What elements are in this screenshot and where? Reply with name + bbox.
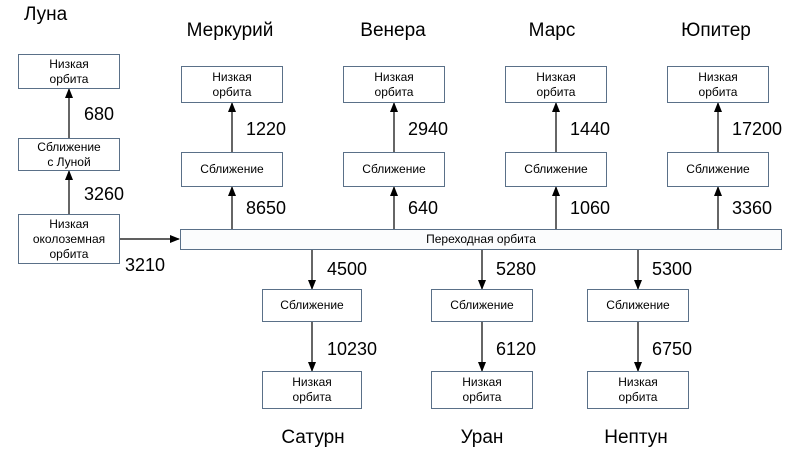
jupiter-low-orbit-box: Низкая орбита — [667, 66, 769, 103]
transfer-orbit-bar: Переходная орбита — [180, 229, 782, 250]
planet-label-saturn: Сатурн — [281, 427, 345, 448]
planet-label-mercury: Меркурий — [186, 20, 274, 41]
mars-flyby-box: Сближение — [505, 152, 607, 187]
dv-venus-flyby: 640 — [408, 198, 439, 218]
saturn-flyby-box: Сближение — [262, 289, 362, 322]
dv-saturn-low-orbit: 10230 — [327, 339, 378, 359]
mercury-low-orbit-box: Низкая орбита — [181, 66, 283, 103]
dv-neptune-low-orbit: 6750 — [652, 339, 693, 359]
planet-label-uranus: Уран — [460, 427, 504, 448]
dv-mercury-low-orbit: 1220 — [246, 119, 287, 139]
dv-moon-low-orbit: 680 — [84, 104, 115, 124]
neptune-flyby-box: Сближение — [587, 289, 689, 322]
planet-label-moon: Луна — [24, 4, 68, 25]
dv-uranus-low-orbit: 6120 — [496, 339, 537, 359]
venus-flyby-box: Сближение — [343, 152, 445, 187]
moon-low-orbit-box: Низкая орбита — [18, 54, 120, 89]
dv-leo-to-transfer: 3210 — [125, 255, 166, 275]
saturn-low-orbit-box: Низкая орбита — [262, 371, 362, 409]
dv-mars-flyby: 1060 — [570, 198, 611, 218]
leo-box: Низкая околоземная орбита — [18, 214, 120, 264]
dv-jupiter-low-orbit: 17200 — [732, 119, 783, 139]
dv-venus-low-orbit: 2940 — [408, 119, 449, 139]
dv-uranus-flyby: 5280 — [496, 259, 537, 279]
dv-mars-low-orbit: 1440 — [570, 119, 611, 139]
planet-label-neptune: Нептун — [604, 427, 668, 448]
mercury-flyby-box: Сближение — [181, 152, 283, 187]
planet-label-venus: Венера — [360, 20, 426, 41]
dv-moon-flyby: 3260 — [84, 184, 125, 204]
planet-label-mars: Марс — [528, 20, 576, 41]
venus-low-orbit-box: Низкая орбита — [343, 66, 445, 103]
neptune-low-orbit-box: Низкая орбита — [587, 371, 689, 409]
jupiter-flyby-box: Сближение — [667, 152, 769, 187]
uranus-low-orbit-box: Низкая орбита — [431, 371, 533, 409]
dv-neptune-flyby: 5300 — [652, 259, 693, 279]
mars-low-orbit-box: Низкая орбита — [505, 66, 607, 103]
dv-mercury-flyby: 8650 — [246, 198, 287, 218]
dv-saturn-flyby: 4500 — [327, 259, 368, 279]
planet-label-jupiter: Юпитер — [681, 20, 751, 41]
uranus-flyby-box: Сближение — [431, 289, 533, 322]
dv-jupiter-flyby: 3360 — [732, 198, 773, 218]
moon-flyby-box: Сближение с Луной — [18, 138, 120, 171]
